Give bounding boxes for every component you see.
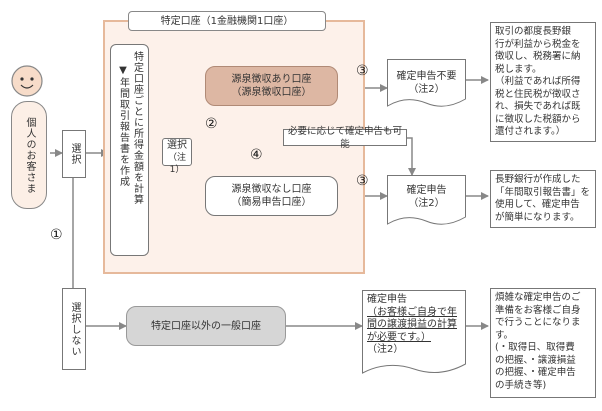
filing-required-doc: 確定申告 （注2） bbox=[387, 175, 466, 227]
note-withholding-line7: れ、損失であれば既 bbox=[495, 101, 581, 112]
customer-figure: 個人のお客さま bbox=[7, 63, 47, 211]
select-note1-line1: 選択 bbox=[167, 140, 187, 151]
note-withholding-line8: に徴収した税額から bbox=[495, 113, 581, 125]
filing-required-line1: 確定申告 bbox=[406, 185, 447, 196]
note-withholding-line9: 還付されます。） bbox=[495, 126, 566, 137]
note-general-box: 煩雑な確定申告のご 準備をお客様ご自身 で行うことになりま す。 (・取得日、取… bbox=[490, 288, 596, 398]
calc-text: 特定口座ごとに所得金額を計算 bbox=[131, 51, 143, 205]
special-account-title: 特定口座（1金融機関1口座） bbox=[160, 15, 294, 27]
special-account-title-box: 特定口座（1金融機関1口座） bbox=[128, 11, 326, 31]
filing-required-line2: （注2） bbox=[408, 198, 445, 209]
optional-filing-label: 必要に応じて確定申告も可能 bbox=[287, 125, 402, 150]
note-withholding-line2: 行が利益から税金を bbox=[495, 38, 581, 50]
note-general-line7: の把握、・確定申告 bbox=[495, 367, 576, 378]
filing-not-required-line1: 確定申告不要 bbox=[396, 71, 457, 82]
note-report-line4: が簡単になります。 bbox=[495, 211, 580, 223]
circle-number-3a: ③ bbox=[356, 63, 369, 79]
circle-number-2: ② bbox=[205, 116, 218, 132]
note-general-line1: 煩雑な確定申告のご bbox=[495, 292, 581, 303]
select-note1-line2: （注1） bbox=[167, 153, 186, 175]
note-withholding-line6: 税と住民税が徴収さ bbox=[495, 88, 581, 100]
withholding-line1: 源泉徴収あり口座 bbox=[231, 74, 312, 85]
document-shape bbox=[387, 59, 466, 107]
circle-number-4: ④ bbox=[250, 147, 263, 163]
note-withholding-line1: 取引の都度長野銀 bbox=[495, 26, 572, 37]
select-box[interactable]: 選択 bbox=[62, 130, 86, 178]
filing-not-required-doc: 確定申告不要 （注2） bbox=[387, 59, 466, 109]
general-account-label: 特定口座以外の一般口座 bbox=[151, 320, 261, 332]
general-filing-line5: （注2） bbox=[367, 344, 404, 355]
note-general-line8: の手続き等) bbox=[495, 379, 547, 391]
person-icon bbox=[11, 65, 43, 97]
general-filing-line4: が必要です。） bbox=[367, 331, 431, 343]
no-withholding-account-box[interactable]: 源泉徴収なし口座 （簡易申告口座） bbox=[205, 176, 338, 216]
note-general-line2: 準備をお客様ご自身 bbox=[495, 304, 581, 316]
general-filing-line2: （お客様ご自身で年 bbox=[367, 306, 457, 318]
note-general-line4: す。 bbox=[495, 329, 514, 341]
note-general-line5: (・取得日、取得費 bbox=[495, 342, 575, 353]
customer-label: 個人のお客さま bbox=[24, 116, 35, 194]
general-filing-doc: 確定申告 （お客様ご自身で年 間の譲渡損益の計算 が必要です。） （注2） bbox=[362, 290, 466, 376]
note-report-line2: 「年間取引報告書」を bbox=[495, 186, 591, 198]
select-label: 選択 bbox=[69, 143, 80, 165]
report-box: 特定口座ごとに所得金額を計算 ▼年間取引報告書を作成 bbox=[110, 44, 149, 256]
note-withholding-line3: 徴収し、税務署に納 bbox=[495, 51, 581, 62]
document-shape bbox=[387, 175, 466, 225]
optional-filing-box: 必要に応じて確定申告も可能 bbox=[283, 126, 407, 150]
report-text: ▼年間取引報告書を作成 bbox=[117, 65, 129, 187]
note-general-line6: の把握、・譲渡損益 bbox=[495, 354, 576, 366]
general-filing-line3: 間の譲渡損益の計算 bbox=[367, 319, 457, 330]
circle-number-3b: ③ bbox=[356, 173, 369, 189]
withholding-account-box[interactable]: 源泉徴収あり口座 （源泉徴収口座） bbox=[205, 66, 338, 106]
note-withholding-line4: 税します。 bbox=[495, 63, 542, 75]
note-report-box: 長野銀行が作成した 「年間取引報告書」を 使用して、確定申告 が簡単になります。 bbox=[490, 170, 596, 228]
no-withholding-line2: （簡易申告口座） bbox=[231, 197, 312, 208]
document-shape bbox=[362, 290, 466, 374]
customer-label-box: 個人のお客さま bbox=[11, 101, 47, 209]
no-withholding-line1: 源泉徴収なし口座 bbox=[231, 184, 312, 195]
note-general-line3: で行うことになりま bbox=[495, 317, 581, 328]
note-report-line1: 長野銀行が作成した bbox=[495, 174, 581, 185]
no-select-box[interactable]: 選択しない bbox=[62, 288, 86, 370]
withholding-line2: （源泉徴収口座） bbox=[231, 87, 312, 98]
general-account-box[interactable]: 特定口座以外の一般口座 bbox=[126, 306, 286, 346]
filing-not-required-line2: （注2） bbox=[408, 84, 445, 95]
note-withholding-box: 取引の都度長野銀 行が利益から税金を 徴収し、税務署に納 税します。 （利益であ… bbox=[490, 22, 596, 142]
general-filing-line1: 確定申告 bbox=[367, 294, 407, 305]
note-report-line3: 使用して、確定申告 bbox=[495, 199, 580, 210]
no-select-label: 選択しない bbox=[69, 301, 80, 357]
circle-number-1: ① bbox=[50, 227, 63, 243]
select-note1-box[interactable]: 選択 （注1） bbox=[162, 138, 192, 175]
note-withholding-line5: （利益であれば所得 bbox=[495, 76, 581, 87]
